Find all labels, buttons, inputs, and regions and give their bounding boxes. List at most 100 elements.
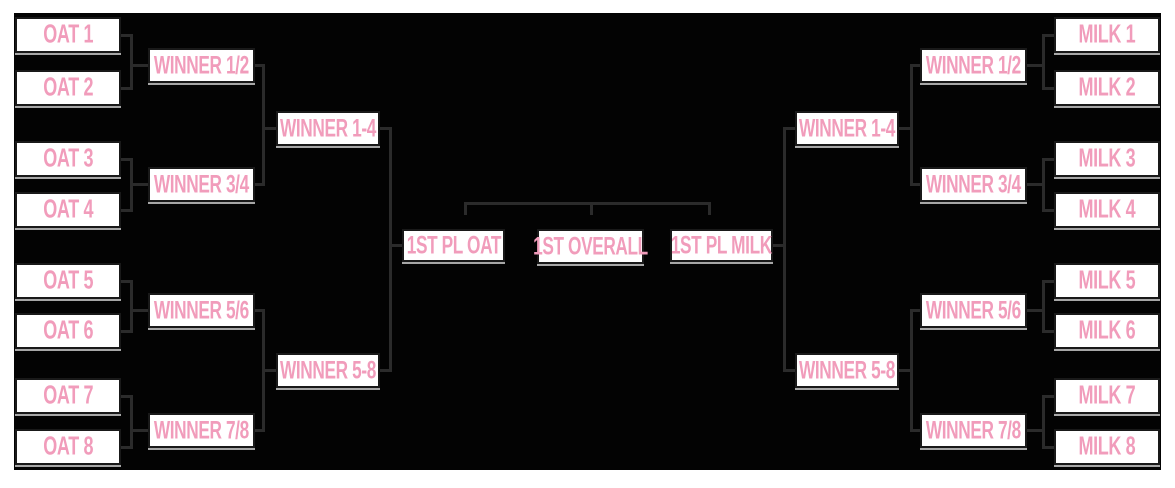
slot-winner-1-4-right-label: WINNER 1-4: [799, 113, 895, 142]
connector-line: [130, 64, 148, 67]
connector-line: [130, 33, 133, 90]
connector-line: [910, 64, 913, 186]
slot-winner-5-8-right: WINNER 5-8: [795, 353, 899, 388]
connector-line: [389, 244, 402, 247]
connector-line: [783, 369, 795, 372]
slot-milk-6-label: MILK 6: [1078, 315, 1136, 346]
slot-winner-7-8-right: WINNER 7/8: [920, 413, 1027, 448]
slot-winner-7-8-left-label: WINNER 7/8: [154, 415, 249, 444]
slot-winner-5-6-right: WINNER 5/6: [920, 293, 1027, 328]
connector-line: [910, 309, 920, 312]
connector-line: [1042, 86, 1054, 90]
connector-line: [130, 183, 148, 186]
slot-milk-2-label: MILK 2: [1078, 72, 1136, 103]
connector-line: [262, 64, 265, 186]
slot-oat-3-label: OAT 3: [43, 143, 93, 174]
slot-oat-8-label: OAT 8: [43, 431, 93, 462]
connector-line: [130, 429, 148, 432]
connector-line: [1042, 208, 1054, 212]
slot-oat-2: OAT 2: [15, 70, 121, 106]
connector-line: [1042, 445, 1054, 449]
slot-milk-6: MILK 6: [1054, 313, 1160, 349]
slot-milk-1-label: MILK 1: [1078, 19, 1136, 50]
connector-line: [773, 244, 786, 247]
slot-winner-3-4-left-label: WINNER 3/4: [154, 169, 249, 198]
slot-winner-1-2-left: WINNER 1/2: [148, 48, 255, 83]
connector-line: [910, 183, 920, 186]
slot-winner-3-4-right-label: WINNER 3/4: [926, 169, 1021, 198]
connector-line: [1042, 394, 1054, 398]
slot-winner-3-4-left: WINNER 3/4: [148, 167, 255, 202]
connector-line: [121, 445, 133, 449]
connector-line: [899, 369, 913, 372]
slot-winner-1-4-left: WINNER 1-4: [276, 111, 380, 146]
slot-oat-5-label: OAT 5: [43, 265, 93, 296]
connector-line: [1042, 279, 1045, 333]
connector-line: [1027, 309, 1045, 312]
slot-winner-1-4-right: WINNER 1-4: [795, 111, 899, 146]
connector-line: [130, 279, 133, 333]
slot-milk-3-label: MILK 3: [1078, 143, 1136, 174]
champion-bracket-line: [464, 202, 711, 205]
champion-bracket-tick: [708, 202, 711, 215]
slot-winner-1-2-right: WINNER 1/2: [920, 48, 1027, 83]
slot-oat-1: OAT 1: [15, 17, 121, 53]
connector-line: [121, 208, 133, 212]
connector-line: [255, 309, 265, 312]
slot-1st-pl-oat: 1ST PL OAT: [402, 229, 505, 262]
connector-line: [130, 309, 148, 312]
connector-line: [910, 64, 920, 67]
slot-oat-5: OAT 5: [15, 263, 121, 299]
connector-line: [121, 279, 133, 283]
slot-milk-8-label: MILK 8: [1078, 431, 1136, 462]
slot-winner-5-6-left: WINNER 5/6: [148, 293, 255, 328]
slot-winner-1-4-left-label: WINNER 1-4: [280, 113, 376, 142]
champion-bracket-tick: [590, 202, 593, 215]
slot-oat-6-label: OAT 6: [43, 315, 93, 346]
connector-line: [1042, 279, 1054, 283]
connector-line: [1042, 33, 1054, 37]
slot-oat-4-label: OAT 4: [43, 194, 93, 225]
slot-winner-1-2-right-label: WINNER 1/2: [926, 50, 1021, 79]
connector-line: [1042, 394, 1045, 449]
slot-winner-7-8-left: WINNER 7/8: [148, 413, 255, 448]
slot-winner-5-8-left-label: WINNER 5-8: [280, 355, 376, 384]
slot-oat-1-label: OAT 1: [43, 19, 93, 50]
connector-line: [121, 157, 133, 161]
connector-line: [121, 329, 133, 333]
slot-oat-7: OAT 7: [15, 378, 121, 414]
connector-line: [1042, 33, 1045, 90]
connector-line: [783, 127, 786, 372]
slot-winner-5-6-left-label: WINNER 5/6: [154, 295, 249, 324]
slot-1st-overall: 1ST OVERALL: [533, 229, 648, 264]
connector-line: [1027, 429, 1045, 432]
connector-line: [121, 394, 133, 398]
slot-1st-pl-milk: 1ST PL MILK: [670, 229, 773, 262]
connector-line: [262, 369, 276, 372]
connector-line: [910, 429, 920, 432]
connector-line: [130, 394, 133, 449]
connector-line: [380, 127, 392, 130]
slot-oat-7-label: OAT 7: [43, 380, 93, 411]
connector-line: [262, 127, 276, 130]
connector-line: [121, 33, 133, 37]
connector-line: [1042, 157, 1054, 161]
connector-line: [121, 86, 133, 90]
slot-1st-overall-label: 1ST OVERALL: [533, 231, 648, 260]
slot-winner-1-2-left-label: WINNER 1/2: [154, 50, 249, 79]
slot-oat-4: OAT 4: [15, 192, 121, 228]
slot-oat-3: OAT 3: [15, 141, 121, 177]
slot-milk-4-label: MILK 4: [1078, 194, 1136, 225]
connector-line: [255, 183, 265, 186]
slot-milk-7: MILK 7: [1054, 378, 1160, 414]
slot-milk-5: MILK 5: [1054, 263, 1160, 299]
slot-milk-1: MILK 1: [1054, 17, 1160, 53]
connector-line: [899, 127, 913, 130]
slot-milk-2: MILK 2: [1054, 70, 1160, 106]
slot-winner-5-8-left: WINNER 5-8: [276, 353, 380, 388]
connector-line: [1027, 64, 1045, 67]
slot-winner-5-6-right-label: WINNER 5/6: [926, 295, 1021, 324]
slot-oat-2-label: OAT 2: [43, 72, 93, 103]
slot-1st-pl-oat-label: 1ST PL OAT: [406, 230, 501, 259]
